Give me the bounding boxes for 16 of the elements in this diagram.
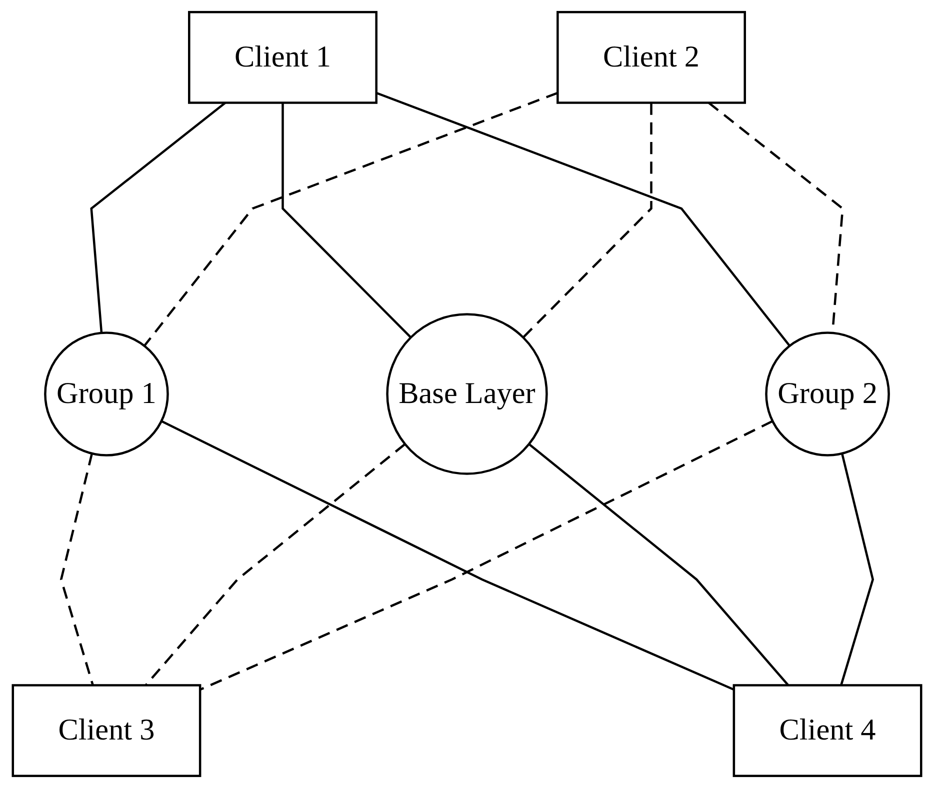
connector [282,102,412,338]
node-circle: Group 2 [765,332,890,456]
connector [528,443,790,686]
connector [144,92,558,347]
connector [144,443,406,686]
connector [60,453,94,686]
node-box: Client 3 [12,684,202,778]
node-circle: Base Layer [386,313,548,475]
connector [840,453,874,686]
node-box: Client 1 [188,10,378,104]
node-circle: Group 1 [44,332,169,456]
connector [90,102,226,334]
node-box: Client 2 [556,10,746,104]
connector [376,92,790,347]
connector [522,102,652,338]
node-box: Client 4 [732,684,922,778]
